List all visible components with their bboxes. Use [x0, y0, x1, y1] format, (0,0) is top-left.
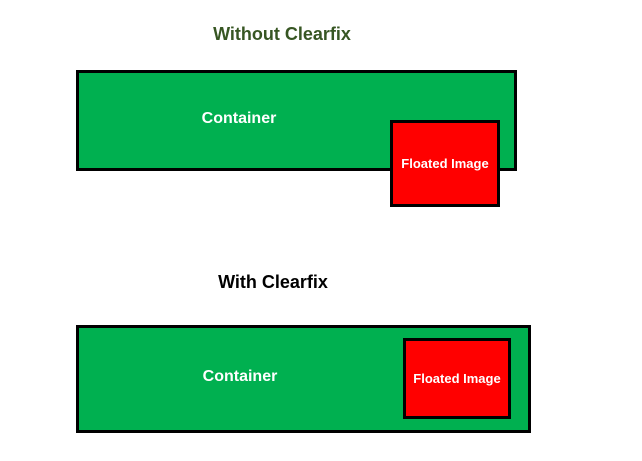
floated-image-box-without-clearfix: Floated Image — [390, 120, 500, 207]
section-with-clearfix: With Clearfix Container Floated Image — [0, 230, 642, 461]
container-label: Container — [201, 110, 277, 127]
floated-image-box-with-clearfix: Floated Image — [403, 338, 511, 419]
section-without-clearfix: Without Clearfix Container Floated Image — [0, 0, 642, 230]
without-clearfix-title: Without Clearfix — [213, 24, 351, 44]
container-label: Container — [202, 368, 278, 385]
with-clearfix-title: With Clearfix — [218, 272, 328, 292]
floated-image-label: Floated Image — [401, 156, 489, 171]
floated-image-label: Floated Image — [413, 371, 501, 386]
